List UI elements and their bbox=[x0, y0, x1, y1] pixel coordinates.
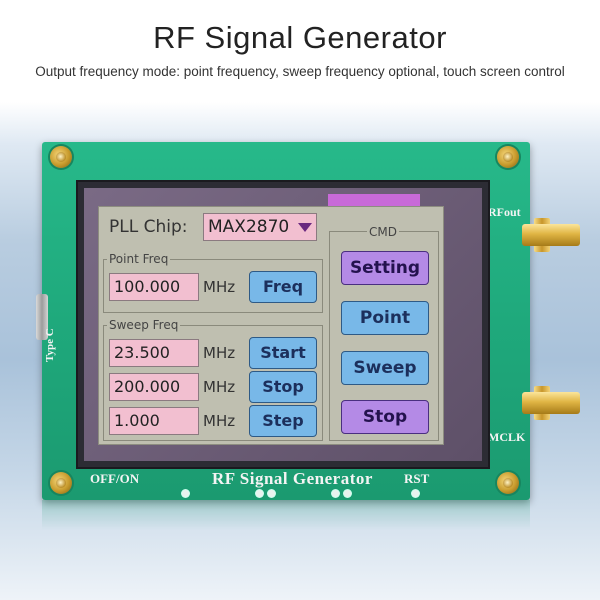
sweep-stop-value: 200.000 bbox=[114, 377, 181, 396]
point-freq-unit: MHz bbox=[203, 278, 236, 296]
point-freq-group-label: Point Freq bbox=[107, 252, 171, 266]
sweep-start-unit: MHz bbox=[203, 344, 236, 362]
mclk-label: MCLK bbox=[488, 430, 526, 444]
sweep-step-input[interactable]: 1.000 bbox=[109, 407, 199, 435]
sweep-start-value: 23.500 bbox=[114, 343, 170, 362]
stop-freq-button[interactable]: Stop bbox=[249, 371, 317, 403]
rst-label: RST bbox=[404, 471, 430, 486]
step-button[interactable]: Step bbox=[249, 405, 317, 437]
point-freq-value: 100.000 bbox=[114, 277, 181, 296]
rfout-connector-icon[interactable] bbox=[522, 224, 580, 246]
pll-chip-label: PLL Chip: bbox=[109, 217, 188, 237]
lcd-frame: PLL Chip: MAX2870 CMD Setting Point Swee… bbox=[76, 180, 490, 469]
board-silk-title: RF Signal Generator bbox=[212, 469, 373, 488]
pin-hole bbox=[332, 490, 339, 497]
pcb-board: Type C RFout MCLK OFF/ON RF Signal Gener… bbox=[36, 142, 580, 500]
pin-hole bbox=[412, 490, 419, 497]
typec-label: Type C bbox=[44, 328, 56, 362]
screw-bottom-right-icon bbox=[497, 472, 519, 494]
usb-c-port-icon bbox=[36, 294, 48, 340]
pin-hole bbox=[344, 490, 351, 497]
lcd-screen: PLL Chip: MAX2870 CMD Setting Point Swee… bbox=[84, 188, 482, 461]
pll-chip-dropdown[interactable]: MAX2870 bbox=[203, 213, 317, 241]
cmd-group-label: CMD bbox=[367, 225, 399, 239]
stop-output-button[interactable]: Stop bbox=[341, 400, 429, 434]
setting-button[interactable]: Setting bbox=[341, 251, 429, 285]
start-button[interactable]: Start bbox=[249, 337, 317, 369]
sweep-stop-input[interactable]: 200.000 bbox=[109, 373, 199, 401]
screw-top-right-icon bbox=[497, 146, 519, 168]
rfout-label: RFout bbox=[488, 205, 521, 219]
sweep-freq-group bbox=[103, 325, 323, 441]
mclk-connector-icon[interactable] bbox=[522, 392, 580, 414]
pll-chip-value: MAX2870 bbox=[208, 217, 290, 237]
screw-top-left-icon bbox=[50, 146, 72, 168]
sweep-mode-button[interactable]: Sweep bbox=[341, 351, 429, 385]
pin-hole bbox=[268, 490, 275, 497]
hero-title: RF Signal Generator bbox=[153, 20, 447, 55]
point-freq-group bbox=[103, 259, 323, 313]
sweep-step-value: 1.000 bbox=[114, 411, 160, 430]
freq-button[interactable]: Freq bbox=[249, 271, 317, 303]
hero-subtitle: Output frequency mode: point frequency, … bbox=[35, 64, 565, 79]
sweep-step-unit: MHz bbox=[203, 412, 236, 430]
status-bar bbox=[328, 194, 420, 208]
sweep-start-input[interactable]: 23.500 bbox=[109, 339, 199, 367]
pin-hole bbox=[256, 490, 263, 497]
screw-bottom-left-icon bbox=[50, 472, 72, 494]
point-mode-button[interactable]: Point bbox=[341, 301, 429, 335]
sweep-freq-group-label: Sweep Freq bbox=[107, 318, 181, 332]
triangle-down-icon bbox=[298, 223, 312, 232]
point-freq-input[interactable]: 100.000 bbox=[109, 273, 199, 301]
sweep-stop-unit: MHz bbox=[203, 378, 236, 396]
offon-label: OFF/ON bbox=[90, 471, 140, 486]
pin-hole bbox=[182, 490, 189, 497]
touch-gui-panel: PLL Chip: MAX2870 CMD Setting Point Swee… bbox=[98, 206, 444, 445]
board-reflection bbox=[42, 500, 530, 530]
